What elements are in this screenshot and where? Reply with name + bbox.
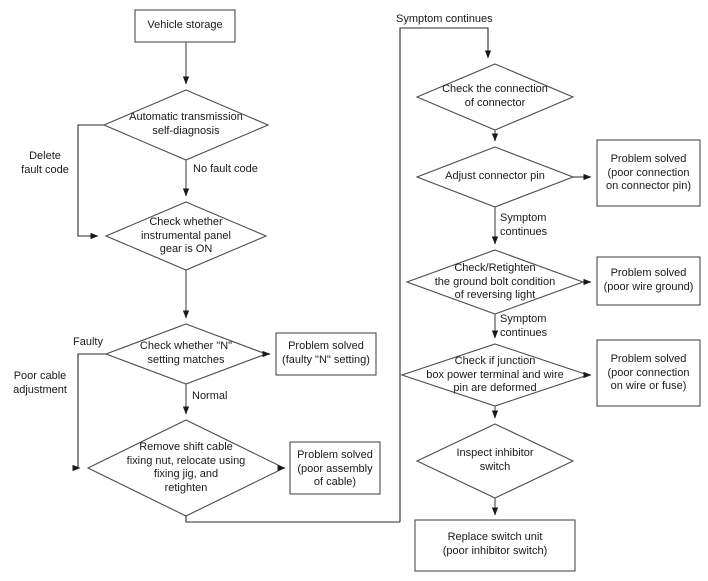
node-remove-shift-cable[interactable] bbox=[88, 420, 284, 516]
node-vehicle-storage[interactable] bbox=[135, 10, 235, 42]
shape-replace-switch-unit[interactable] bbox=[414, 519, 576, 572]
shape-problem-solved-wire-or-fuse[interactable] bbox=[596, 339, 701, 407]
node-check-retighten-ground-bolt[interactable] bbox=[407, 250, 583, 314]
shape-problem-solved-wire-ground[interactable] bbox=[596, 256, 701, 306]
edge-symptom-continues-riser bbox=[399, 27, 492, 522]
node-problem-solved-n-setting[interactable] bbox=[276, 333, 376, 375]
shape-problem-solved-cable-assembly[interactable] bbox=[289, 441, 381, 495]
node-auto-trans-self-diagnosis[interactable] bbox=[104, 90, 268, 160]
node-problem-solved-wire-or-fuse[interactable] bbox=[597, 340, 700, 406]
node-check-connection-of-connector[interactable] bbox=[417, 64, 573, 130]
node-problem-solved-cable-assembly[interactable] bbox=[290, 442, 380, 494]
node-problem-solved-connector-pin[interactable] bbox=[597, 140, 700, 206]
node-check-n-setting[interactable] bbox=[106, 324, 266, 384]
node-check-junction-box-terminal[interactable] bbox=[402, 344, 588, 406]
shape-vehicle-storage[interactable] bbox=[134, 9, 236, 43]
shape-problem-solved-connector-pin[interactable] bbox=[596, 139, 701, 207]
edge-poor-cable-adjustment-loop bbox=[72, 353, 106, 472]
edge-cable-bottom-to-right-branch bbox=[185, 516, 400, 523]
node-inspect-inhibitor-switch[interactable] bbox=[417, 424, 573, 498]
node-check-instrumental-panel-gear[interactable] bbox=[106, 202, 266, 270]
node-adjust-connector-pin[interactable] bbox=[417, 147, 573, 207]
node-replace-switch-unit[interactable] bbox=[415, 520, 575, 571]
shape-problem-solved-n-setting[interactable] bbox=[275, 332, 377, 376]
edge-delete-fault-code-loop bbox=[77, 124, 104, 240]
node-problem-solved-wire-ground[interactable] bbox=[597, 257, 700, 305]
